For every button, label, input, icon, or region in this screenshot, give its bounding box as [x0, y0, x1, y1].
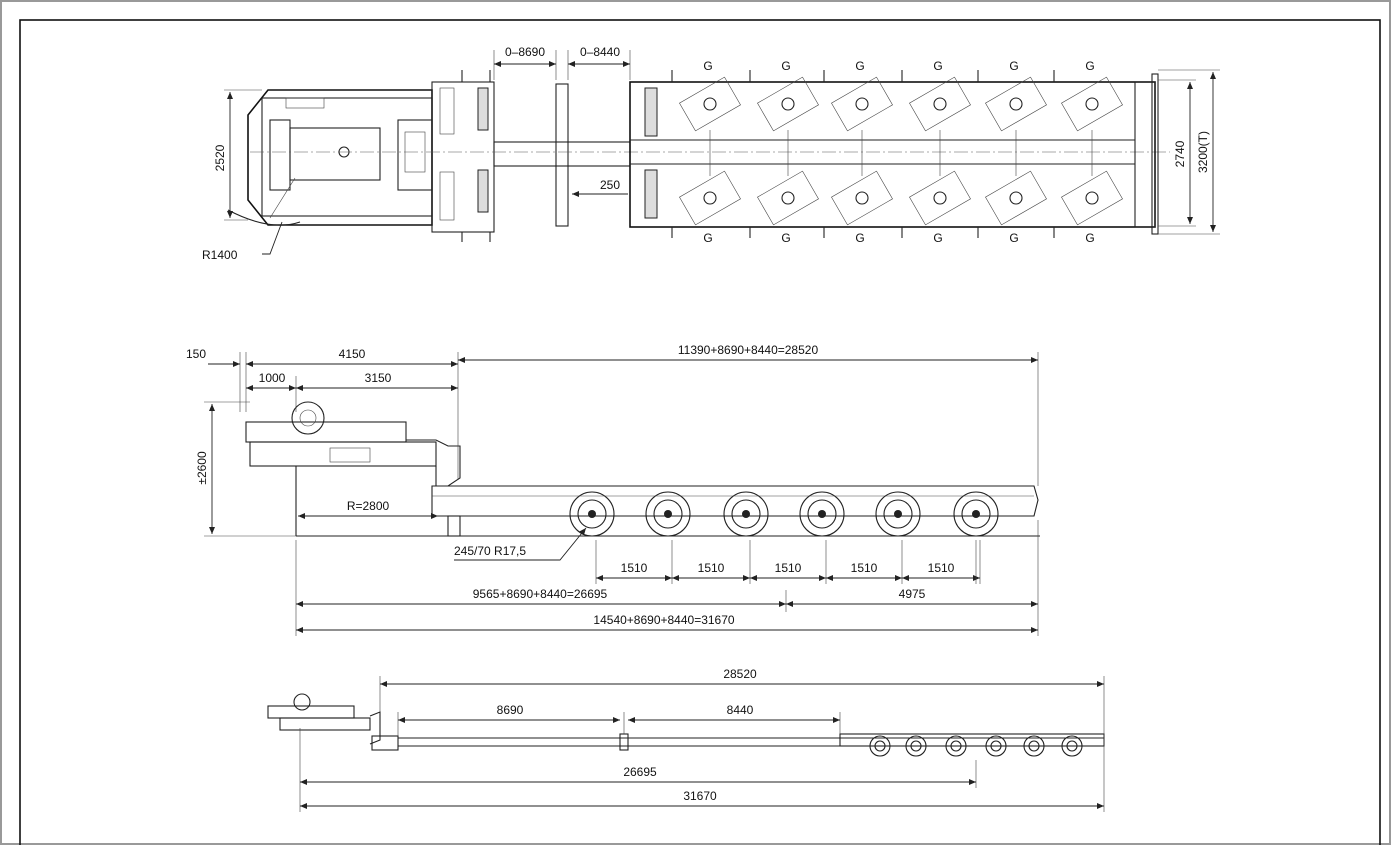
dim-length-1: 9565+8690+8440=26695	[296, 587, 786, 607]
side-view-wheels	[569, 491, 999, 537]
dim-width-front-label: 2520	[213, 144, 227, 171]
dim-ext-deck: 28520	[380, 667, 1104, 687]
dim-axle-spacing: 1510	[750, 540, 827, 584]
side-wheel	[875, 491, 921, 537]
dim-ext-total: 31670	[300, 789, 1104, 809]
dim-4150: 4150	[246, 347, 458, 367]
axle-spacing-dims: 1510 1510 1510 1510 1510	[596, 540, 981, 584]
side-view: 150 4150 1000 3150 11390+8690+8440=28520…	[186, 343, 1040, 636]
axle-label-top: G	[933, 59, 942, 73]
tyre-callout: 245/70 R17,5	[454, 527, 587, 561]
side-wheel	[723, 491, 769, 537]
dim-extension-1: 0–8690	[493, 45, 557, 80]
dim-ext-2-label: 8440	[727, 703, 754, 717]
dim-rear-overhang: 4975	[786, 587, 1038, 607]
axle-label-top: G	[855, 59, 864, 73]
dim-axle-spacing: 1510	[596, 540, 673, 584]
dim-150-label: 150	[186, 347, 206, 361]
dim-width-rear-label: 2740	[1173, 140, 1187, 167]
axle-label-bottom: G	[855, 231, 864, 245]
dim-radius-front-label: R1400	[202, 248, 238, 262]
dim-1000-label: 1000	[259, 371, 286, 385]
dim-axle-spacing-label: 1510	[698, 561, 725, 575]
dim-axle-spacing: 1510	[826, 540, 903, 584]
side-wheel	[953, 491, 999, 537]
axle-label-top: G	[703, 59, 712, 73]
dim-total-length-label: 14540+8690+8440=31670	[593, 613, 734, 627]
extended-view-wheels	[869, 735, 1083, 757]
axle-label-top: G	[781, 59, 790, 73]
dim-gap: 250	[572, 178, 628, 197]
dim-axle-spacing-label: 1510	[928, 561, 955, 575]
extended-wheel	[905, 735, 927, 757]
top-axle-group: GG	[977, 59, 1047, 245]
dim-3150: 3150	[296, 371, 458, 391]
dim-ext-deck-label: 28520	[723, 667, 757, 681]
side-wheel	[799, 491, 845, 537]
dim-axle-spacing-label: 1510	[621, 561, 648, 575]
dim-extension-2: 0–8440	[567, 45, 631, 80]
extended-wheel	[1023, 735, 1045, 757]
top-axle-group: GG	[671, 59, 741, 245]
axle-label-bottom: G	[1009, 231, 1018, 245]
extended-wheel	[985, 735, 1007, 757]
top-axle-group: GG	[749, 59, 819, 245]
dim-radius-side: R=2800	[298, 499, 438, 519]
dim-ext-length-1: 26695	[300, 765, 976, 785]
dim-total-length: 14540+8690+8440=31670	[296, 613, 1038, 633]
axle-label-bottom: G	[703, 231, 712, 245]
axle-label-bottom: G	[933, 231, 942, 245]
dim-extension-2-label: 0–8440	[580, 45, 620, 59]
dim-ext-2: 8440	[628, 703, 840, 723]
dim-ext-1: 8690	[398, 703, 620, 723]
dim-4150-label: 4150	[339, 347, 366, 361]
axle-label-top: G	[1009, 59, 1018, 73]
dim-ext-length-1-label: 26695	[623, 765, 657, 779]
top-axle-group: GG	[1053, 59, 1123, 245]
dim-radius-front: R1400	[202, 221, 283, 262]
dim-height: ±2600	[195, 401, 296, 537]
dim-radius-side-label: R=2800	[347, 499, 390, 513]
dim-gap-label: 250	[600, 178, 620, 192]
extended-wheel	[1061, 735, 1083, 757]
dim-width-rear: 2740	[1158, 79, 1196, 227]
top-axle-group: GG	[823, 59, 893, 245]
dim-axle-spacing: 1510	[902, 540, 981, 584]
dim-height-label: ±2600	[195, 451, 209, 485]
dim-150: 150	[186, 347, 240, 367]
top-axle-group: GG	[901, 59, 971, 245]
dim-axle-spacing: 1510	[672, 540, 751, 584]
axle-label-top: G	[1085, 59, 1094, 73]
extended-wheel	[945, 735, 967, 757]
axle-label-bottom: G	[781, 231, 790, 245]
dim-ext-1-label: 8690	[497, 703, 524, 717]
dim-extension-1-label: 0–8690	[505, 45, 545, 59]
dim-1000: 1000	[246, 371, 296, 391]
dim-width-total: 3200(T)	[1158, 69, 1220, 235]
side-wheel	[645, 491, 691, 537]
dim-axle-spacing-label: 1510	[775, 561, 802, 575]
dim-3150-label: 3150	[365, 371, 392, 385]
extended-view: 28520 8690 8440 26695 31670	[267, 667, 1105, 812]
dim-width-front: 2520	[213, 89, 262, 221]
dim-width-total-label: 3200(T)	[1196, 131, 1210, 173]
dim-deck-length: 11390+8690+8440=28520	[458, 343, 1038, 363]
side-wheel	[569, 491, 615, 537]
extended-wheel	[869, 735, 891, 757]
axle-label-bottom: G	[1085, 231, 1094, 245]
dim-axle-spacing-label: 1510	[851, 561, 878, 575]
tyre-callout-label: 245/70 R17,5	[454, 544, 526, 558]
dim-rear-overhang-label: 4975	[899, 587, 926, 601]
dim-ext-total-label: 31670	[683, 789, 717, 803]
dim-deck-length-label: 11390+8690+8440=28520	[678, 343, 819, 357]
dim-length-1-label: 9565+8690+8440=26695	[473, 587, 608, 601]
